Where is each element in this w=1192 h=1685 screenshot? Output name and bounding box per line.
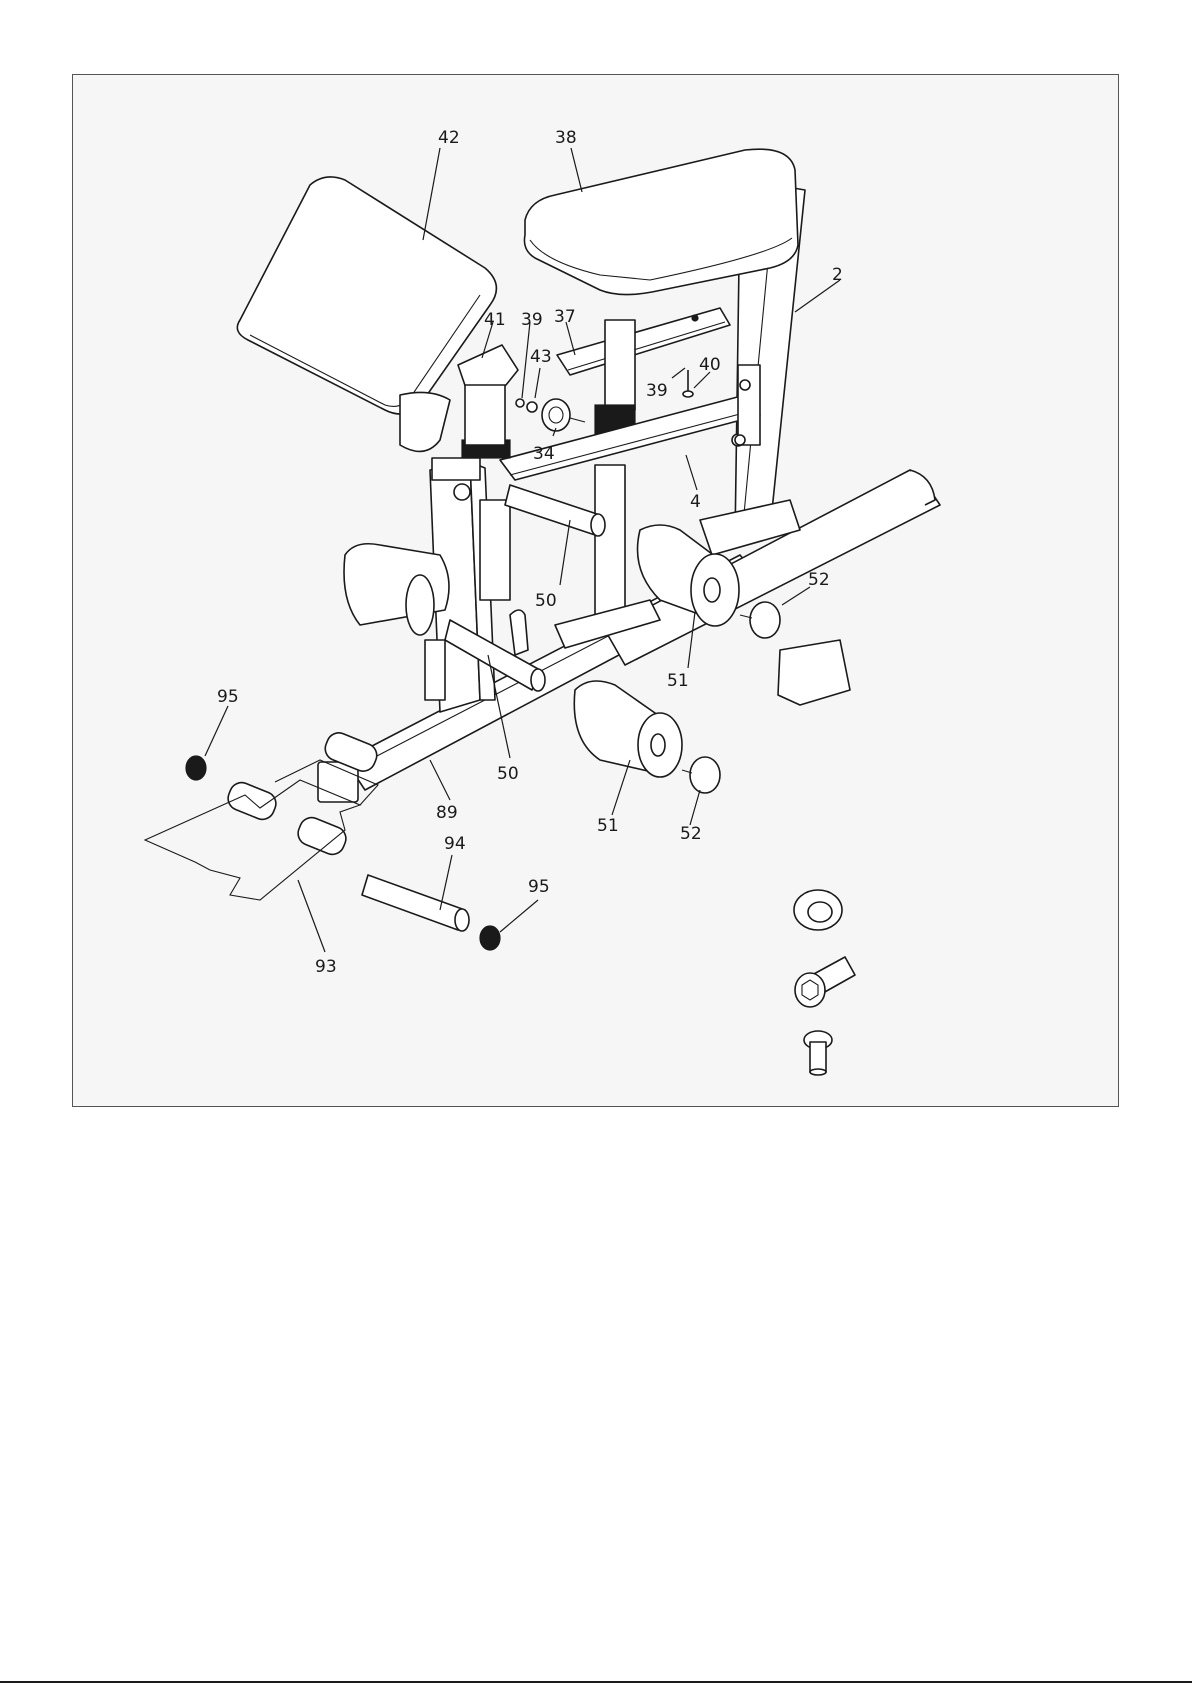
callout-38: 38 [555,128,577,148]
callout-4: 4 [690,492,701,512]
pop-pin-knob-34 [542,399,585,431]
callout-50-upper: 50 [535,591,557,611]
callout-52-lower: 52 [680,824,702,844]
callout-51-lower: 51 [597,816,619,836]
callout-43: 43 [530,347,552,367]
callout-50-lower: 50 [497,764,519,784]
callout-94: 94 [444,834,466,854]
foot-tube-94 [362,875,469,931]
callout-93: 93 [315,957,337,977]
callout-37: 37 [554,307,576,327]
callout-39-lower: 39 [646,381,668,401]
callout-42: 42 [438,128,460,148]
callout-89: 89 [436,803,458,823]
callout-95-left: 95 [217,687,239,707]
end-cap-95-right [480,926,500,950]
callout-95-right: 95 [528,877,550,897]
hardware-bolt-short [804,1031,832,1075]
end-cap-95-left [186,756,206,780]
footer-rule [0,1681,1192,1683]
upper-roller-51 [344,544,449,635]
lower-roller-51 [574,681,682,777]
arm-pad-support-41 [458,345,518,458]
callout-34: 34 [533,444,555,464]
hardware-washer [794,890,842,930]
callout-51-right: 51 [667,671,689,691]
hardware-39-43 [516,399,537,412]
callout-52-upper: 52 [808,570,830,590]
callout-41: 41 [484,310,506,330]
callout-39-upper: 39 [521,310,543,330]
bolt-40 [683,370,693,397]
upper-axle-50 [505,485,605,536]
arm-pad-42 [237,177,496,451]
callout-2: 2 [832,265,843,285]
end-cap-52-lower [682,757,720,793]
hardware-bolt-long [795,957,855,1007]
end-cap-52-upper [740,602,780,638]
callout-40: 40 [699,355,721,375]
